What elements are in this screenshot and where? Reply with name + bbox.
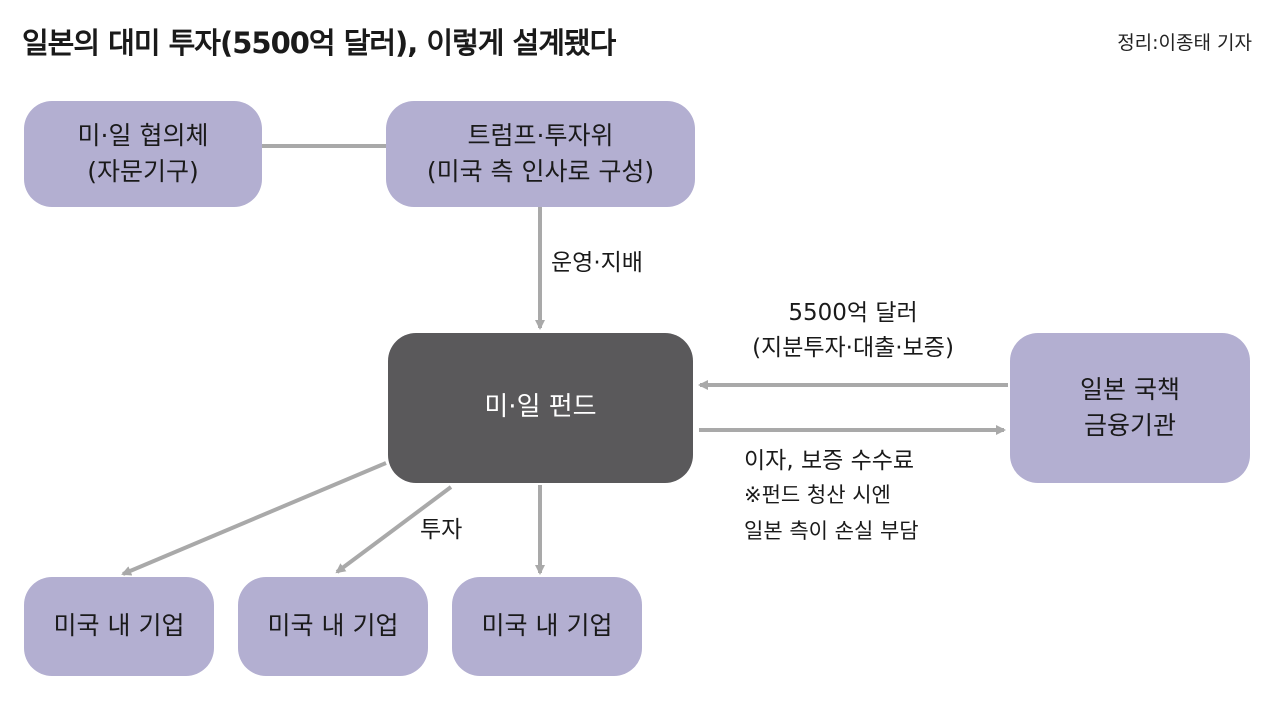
us-company-box-1: 미국 내 기업 bbox=[24, 577, 214, 676]
council-line1: 미·일 협의체 bbox=[77, 120, 209, 150]
japan-finance-line2: 금융기관 bbox=[1083, 411, 1176, 440]
page-title: 일본의 대미 투자(5500억 달러), 이렇게 설계됐다 bbox=[22, 26, 616, 60]
fund-to-company-2-arrow bbox=[335, 485, 453, 574]
japan-finance-line1: 일본 국책 bbox=[1080, 374, 1180, 404]
fund-to-company-1-arrow bbox=[121, 461, 387, 576]
us-company-label: 미국 내 기업 bbox=[481, 611, 613, 641]
committee-box: 트럼프·투자위 (미국 측 인사로 구성) bbox=[386, 101, 695, 207]
japan-finance-box: 일본 국책 금융기관 bbox=[1010, 333, 1250, 483]
inflow-type: (지분투자·대출·보증) bbox=[752, 334, 954, 361]
note-line2: 일본 측이 손실 부담 bbox=[744, 518, 919, 543]
us-company-label: 미국 내 기업 bbox=[53, 611, 185, 641]
fund-label: 미·일 펀드 bbox=[484, 392, 597, 423]
operate-label: 운영·지배 bbox=[551, 250, 643, 276]
committee-line1: 트럼프·투자위 bbox=[467, 120, 614, 150]
inflow-amount: 5500억 달러 bbox=[788, 300, 918, 326]
note-line1: ※펀드 청산 시엔 bbox=[744, 483, 891, 507]
council-line2: (자문기구) bbox=[87, 157, 199, 186]
inflow-label: 5500억 달러 (지분투자·대출·보증) bbox=[718, 296, 988, 365]
council-box: 미·일 협의체 (자문기구) bbox=[24, 101, 262, 207]
outflow-label: 이자, 보증 수수료 bbox=[744, 448, 915, 474]
invest-label: 투자 bbox=[420, 517, 463, 543]
credit-line: 정리:이종태 기자 bbox=[1117, 32, 1252, 54]
us-company-label: 미국 내 기업 bbox=[267, 611, 399, 641]
us-company-box-3: 미국 내 기업 bbox=[452, 577, 642, 676]
us-company-box-2: 미국 내 기업 bbox=[238, 577, 428, 676]
fund-box: 미·일 펀드 bbox=[388, 333, 693, 483]
liquidation-note: ※펀드 청산 시엔 일본 측이 손실 부담 bbox=[744, 478, 919, 549]
committee-line2: (미국 측 인사로 구성) bbox=[426, 157, 655, 186]
